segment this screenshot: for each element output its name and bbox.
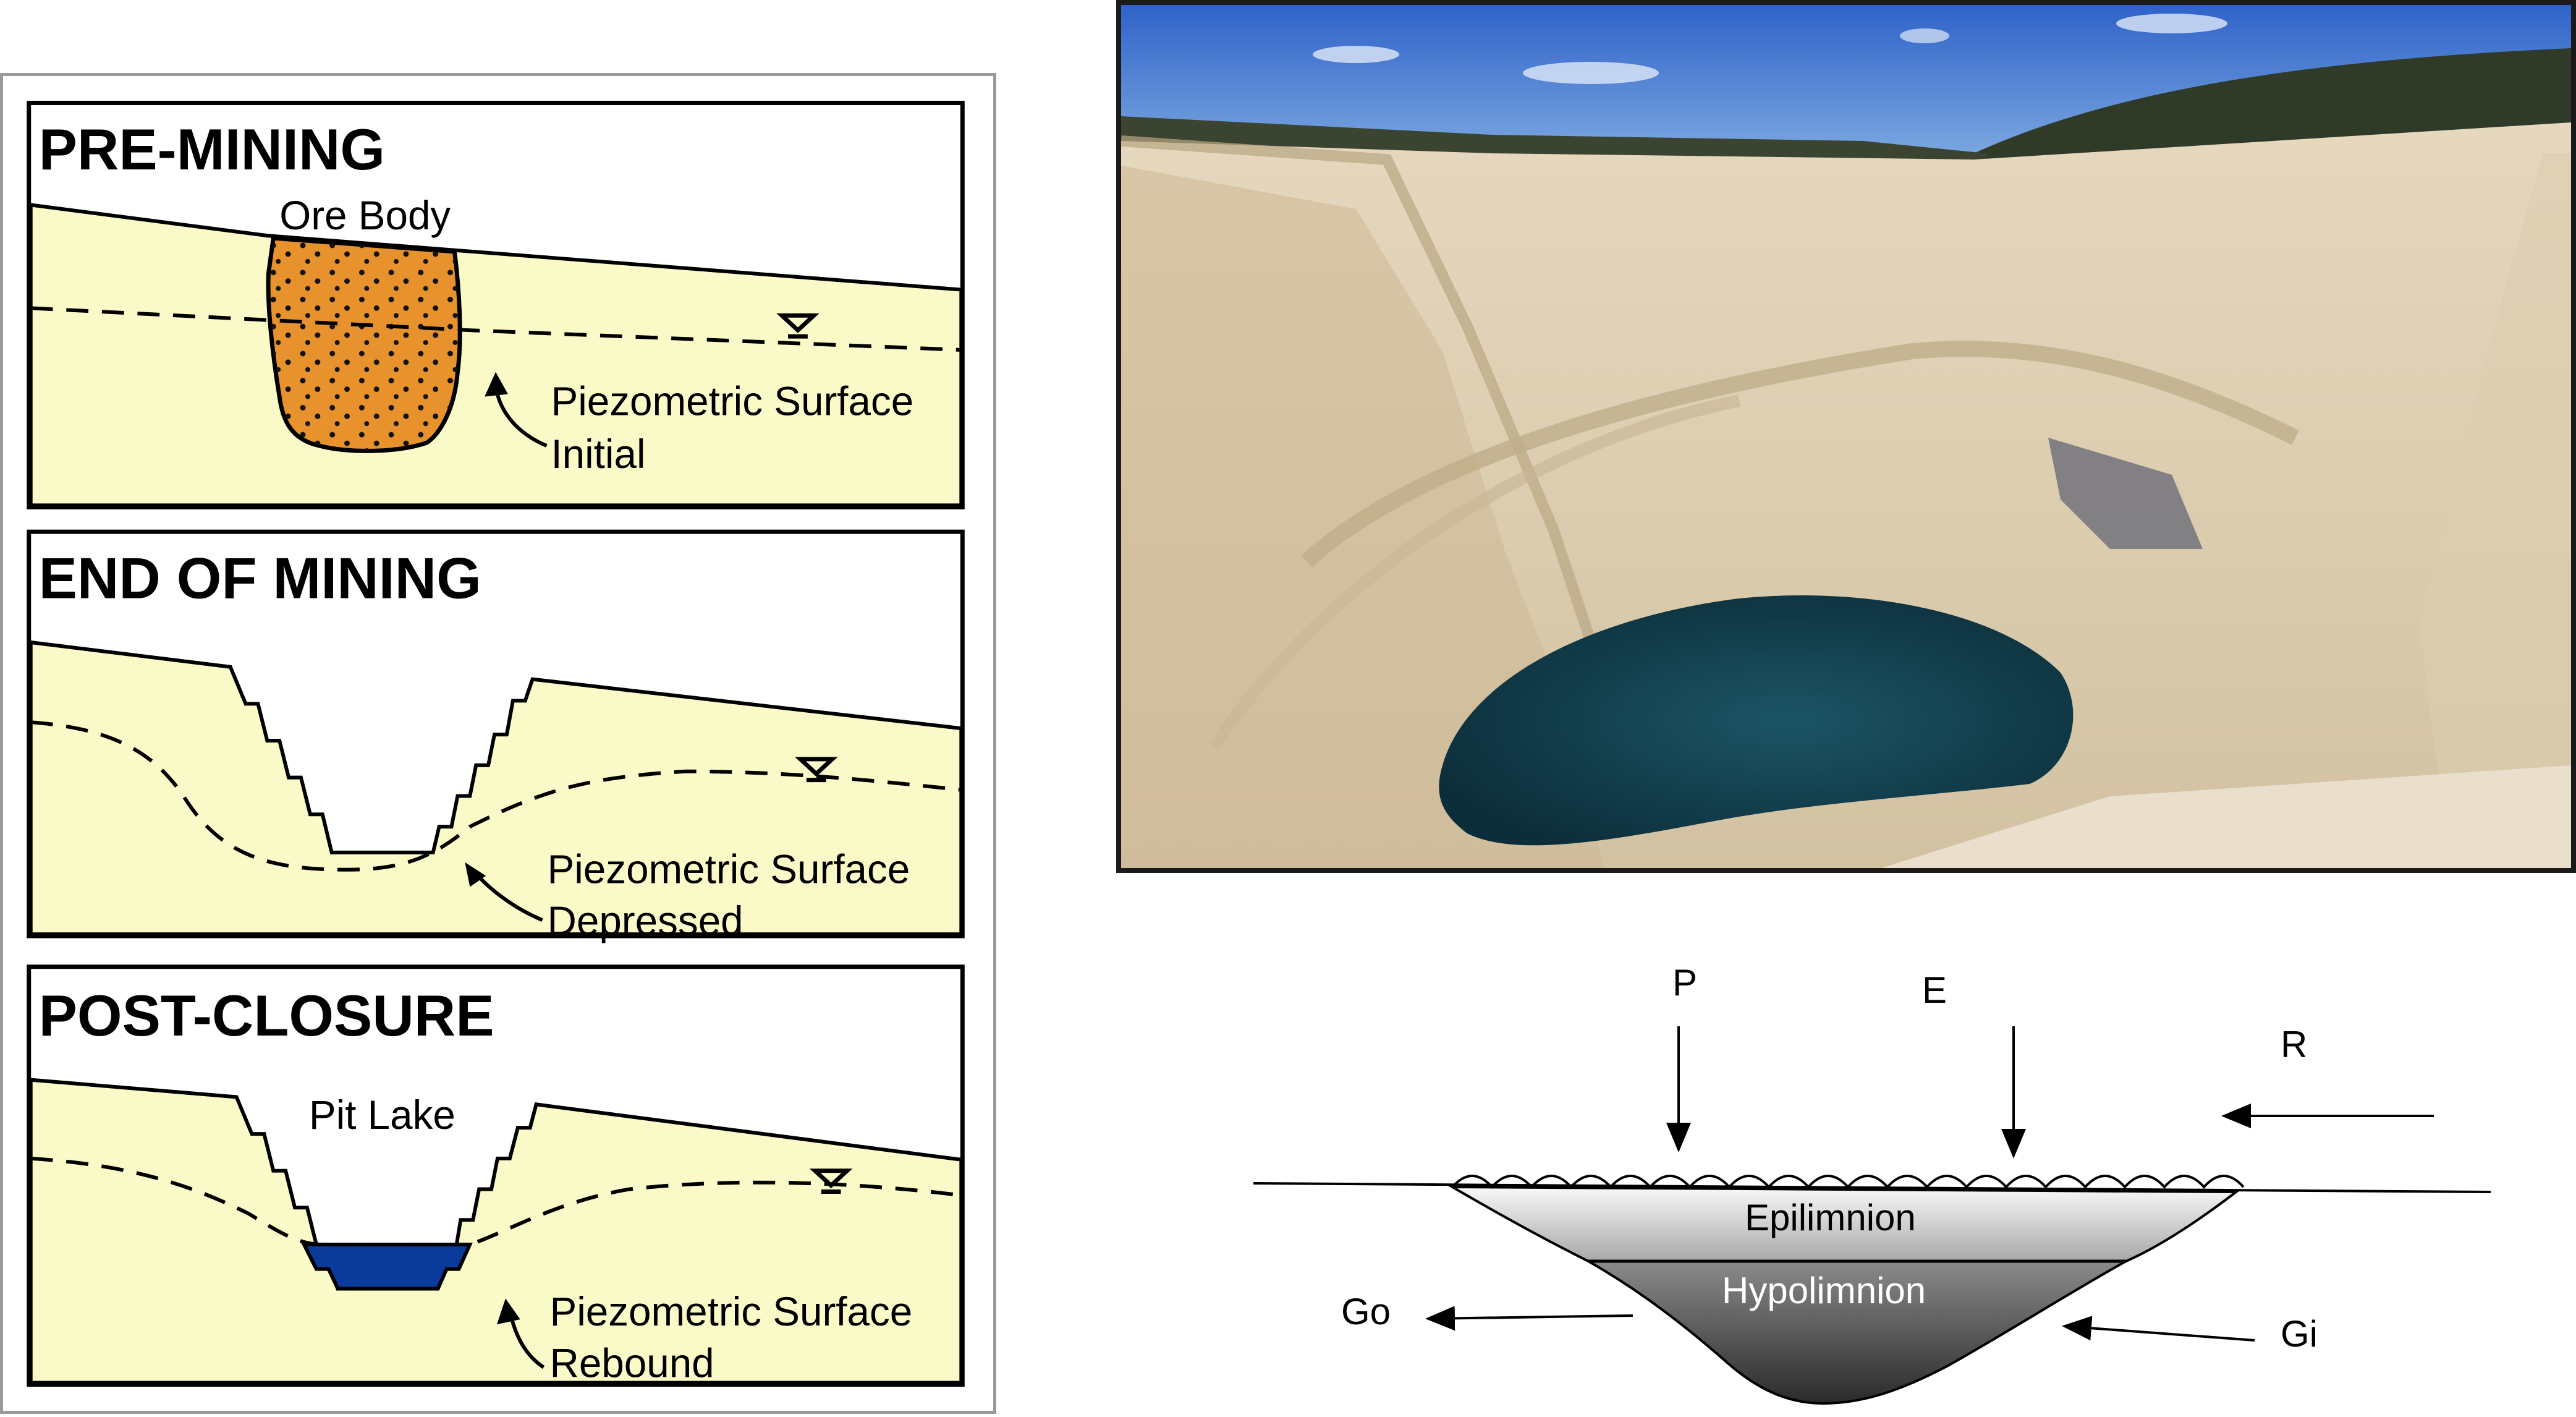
pre-title: PRE-MINING (39, 117, 385, 182)
post-water-table-icon (809, 1168, 853, 1194)
stage-diagram: PRE-MINING Ore Body Piezometric Surface … (0, 73, 996, 1414)
end-surface-label: Piezometric Surface (548, 847, 910, 892)
post-title: POST-CLOSURE (39, 983, 494, 1048)
wave-surface (1451, 1175, 2245, 1189)
pre-surface-sublabel: Initial (551, 432, 645, 477)
pit-lake (301, 1242, 473, 1291)
end-water-table-icon (795, 757, 838, 783)
stage-diagram-svg: PRE-MINING Ore Body Piezometric Surface … (27, 100, 965, 1387)
panel-end-of-mining: END OF MINING Piezometric Surface Depres… (27, 529, 965, 943)
pre-piezometric-line (30, 306, 962, 352)
groundwater-in-label: Gi (2281, 1313, 2318, 1355)
post-surface-sublabel: Rebound (549, 1341, 714, 1386)
panel-pre-mining: PRE-MINING Ore Body Piezometric Surface … (27, 100, 965, 509)
end-title: END OF MINING (39, 545, 481, 610)
pit-lake-label: Pit Lake (309, 1092, 455, 1138)
hypolimnion-label: Hypolimnion (1722, 1270, 1926, 1311)
groundwater-out-label: Go (1341, 1291, 1391, 1332)
end-surface-sublabel: Depressed (548, 898, 744, 943)
water-budget-diagram: P E R Go Gi Epilimnion Hypolimnion (1230, 946, 2528, 1414)
pit-lake-photo (1116, 0, 2576, 873)
water-budget-svg: P E R Go Gi Epilimnion Hypolimnion (1253, 962, 2491, 1405)
end-soil (28, 640, 964, 937)
hypolimnion (1583, 1260, 2131, 1405)
precipitation-label: P (1672, 962, 1697, 1003)
groundwater-in-arrow (2062, 1316, 2255, 1342)
pit-lake-photo-svg (1121, 5, 2571, 868)
groundwater-out-arrow (1425, 1306, 1633, 1331)
epilimnion-label: Epilimnion (1745, 1197, 1916, 1238)
post-surface-label: Piezometric Surface (549, 1289, 912, 1334)
post-piezometric-line (30, 1156, 962, 1246)
pit-water (1439, 595, 2074, 846)
panel-post-closure: POST-CLOSURE Pit Lake Piezometric Surfac… (27, 964, 965, 1387)
evaporation-label: E (1922, 969, 1947, 1011)
pre-soil (28, 203, 964, 508)
ground-line (1253, 1182, 2491, 1193)
runoff-label: R (2281, 1024, 2307, 1065)
pre-surface-label: Piezometric Surface (551, 378, 913, 423)
ore-body-label: Ore Body (279, 193, 451, 238)
pre-water-table-icon (776, 313, 820, 339)
